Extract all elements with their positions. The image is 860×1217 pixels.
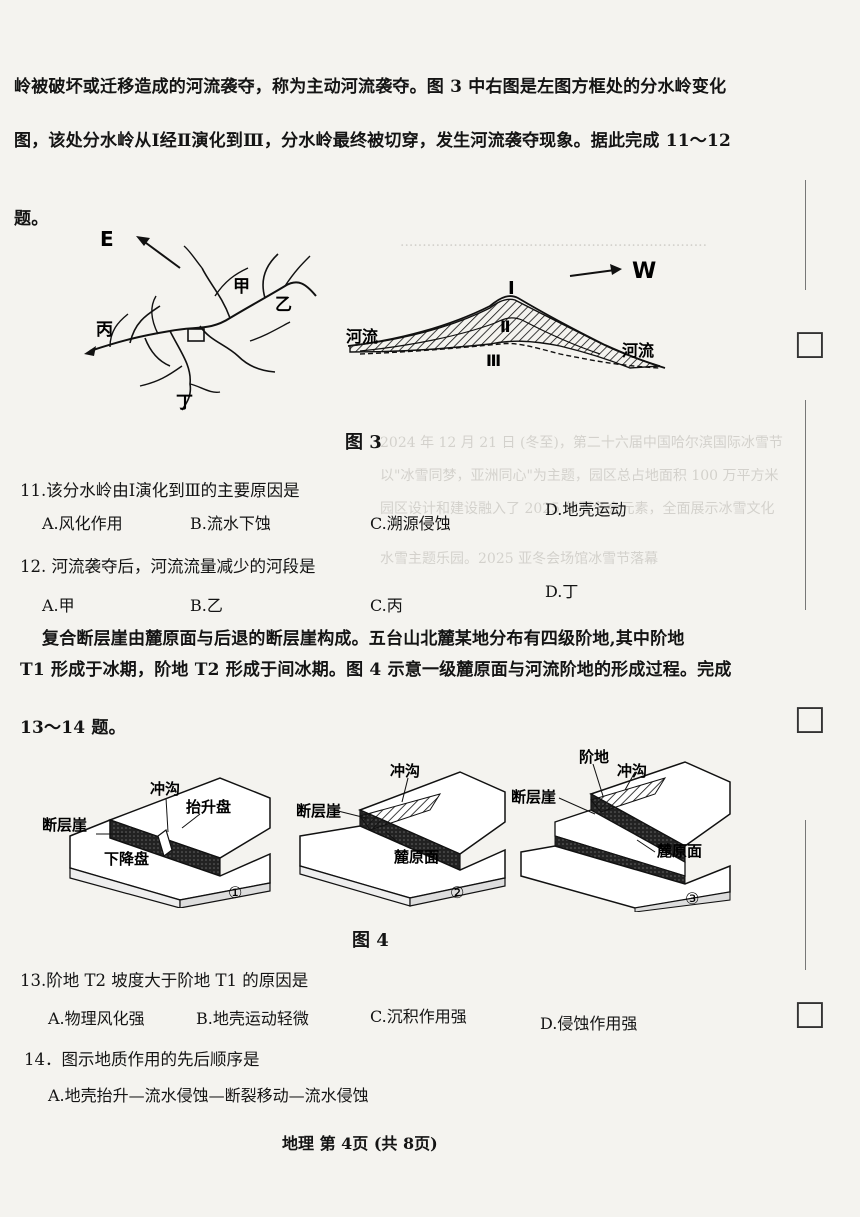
- fig3-divide-profile: W Ⅰ Ⅱ Ⅲ 河流 河流: [346, 259, 666, 370]
- q14-option-a[interactable]: A.地壳抬升—流水侵蚀—断裂移动—流水侵蚀: [48, 1086, 369, 1105]
- q13-stem: 13.阶地 T2 坡度大于阶地 T1 的原因是: [20, 971, 309, 990]
- label-ding: 丁: [176, 393, 193, 413]
- bleed-through: 水雪主题乐园。2025 亚冬会场馆冰雪节落幕: [380, 551, 659, 567]
- binding-mark: □: [792, 998, 833, 1032]
- fig3-caption: 图 3: [345, 432, 382, 453]
- q11-stem: 11.该分水岭由Ⅰ演化到Ⅲ的主要原因是: [20, 481, 300, 500]
- river-right-label: 河流: [622, 341, 654, 360]
- q12-option-b[interactable]: B.乙: [190, 596, 223, 615]
- q11-option-c[interactable]: C.溯源侵蚀: [370, 514, 451, 533]
- bleed-through: 以"冰雪同梦，亚洲同心"为主题，园区总占地面积 100 万平方米: [380, 468, 779, 484]
- intro-line-1: 岭被破坏或迁移造成的河流袭夺，称为主动河流袭夺。图 3 中右图是左图方框处的分水…: [14, 77, 727, 97]
- b3-terrace: 阶地: [579, 748, 609, 766]
- fig3-river-map: E 甲 乙 丙 丁: [84, 227, 317, 413]
- binding-line: [805, 180, 806, 290]
- b2-pediment: 麓原面: [394, 848, 439, 866]
- label-jia: 甲: [233, 277, 250, 297]
- dir-w-label: W: [632, 259, 656, 284]
- dir-e-label: E: [100, 227, 114, 251]
- para2-line-3: 13～14 题。: [20, 718, 126, 738]
- q13-option-b[interactable]: B.地壳运动轻微: [196, 1009, 309, 1028]
- binding-mark: □: [792, 328, 833, 362]
- label-II: Ⅱ: [500, 317, 511, 336]
- label-III: Ⅲ: [486, 351, 501, 370]
- intro-line-3: 题。: [14, 209, 49, 229]
- b1-down: 下降盘: [104, 850, 149, 868]
- q13-option-a[interactable]: A.物理风化强: [48, 1009, 145, 1028]
- q11-option-a[interactable]: A.风化作用: [42, 514, 123, 533]
- bleed-through: ········································…: [400, 238, 708, 254]
- river-left-label: 河流: [346, 327, 378, 346]
- fig4-block-2: 断层崖 冲沟 麓原面 ②: [296, 762, 506, 907]
- label-bing: 丙: [96, 320, 113, 340]
- b2-gully: 冲沟: [390, 762, 420, 780]
- label-yi: 乙: [275, 295, 292, 315]
- b2-scarp: 断层崖: [296, 802, 341, 820]
- b1-gully: 冲沟: [150, 780, 180, 798]
- q12-option-c[interactable]: C.丙: [370, 596, 403, 615]
- q12-option-d[interactable]: D.丁: [545, 582, 579, 601]
- b2-num: ②: [450, 883, 464, 902]
- binding-line: [805, 820, 806, 970]
- label-I: Ⅰ: [508, 278, 515, 299]
- bleed-through: 园区设计和建设融入了 2025 年亚冬会元素，全面展示冰雪文化: [380, 501, 775, 517]
- page-footer: 地理 第 4页 (共 8页): [282, 1134, 438, 1153]
- divide-box: [187, 328, 205, 342]
- b3-num: ③: [685, 889, 699, 908]
- q14-stem: 14．图示地质作用的先后顺序是: [24, 1050, 260, 1069]
- para2-line-1: 复合断层崖由麓原面与后退的断层崖构成。五台山北麓某地分布有四级阶地,其中阶地: [42, 629, 685, 649]
- intro-line-2: 图，该处分水岭从Ⅰ经Ⅱ演化到Ⅲ，分水岭最终被切穿，发生河流袭夺现象。据此完成 1…: [14, 131, 732, 151]
- b3-gully: 冲沟: [617, 762, 647, 780]
- b1-num: ①: [228, 883, 242, 902]
- q13-option-c[interactable]: C.沉积作用强: [370, 1007, 467, 1026]
- q11-option-d[interactable]: D.地壳运动: [545, 500, 627, 519]
- fig4-block-1: 冲沟 断层崖 抬升盘 下降盘 ①: [42, 777, 271, 908]
- q11-option-b[interactable]: B.流水下蚀: [190, 514, 271, 533]
- bleed-through: 2024 年 12 月 21 日 (冬至)，第二十六届中国哈尔滨国际冰雪节: [380, 435, 783, 451]
- q13-option-d[interactable]: D.侵蚀作用强: [540, 1014, 638, 1033]
- q12-stem: 12. 河流袭夺后，河流流量减少的河段是: [20, 557, 316, 576]
- fig4-block-3: 阶地 冲沟 断层崖 麓原面 ③: [511, 748, 731, 912]
- para2-line-2: T1 形成于冰期，阶地 T2 形成于间冰期。图 4 示意一级麓原面与河流阶地的形…: [20, 660, 732, 680]
- b1-scarp: 断层崖: [42, 816, 87, 834]
- q12-option-a[interactable]: A.甲: [42, 596, 75, 615]
- binding-line: [805, 400, 806, 610]
- b3-scarp: 断层崖: [511, 788, 556, 806]
- binding-mark: □: [792, 703, 833, 737]
- fig4-caption: 图 4: [352, 930, 389, 951]
- b1-up: 抬升盘: [186, 798, 231, 816]
- b3-pediment: 麓原面: [657, 842, 702, 860]
